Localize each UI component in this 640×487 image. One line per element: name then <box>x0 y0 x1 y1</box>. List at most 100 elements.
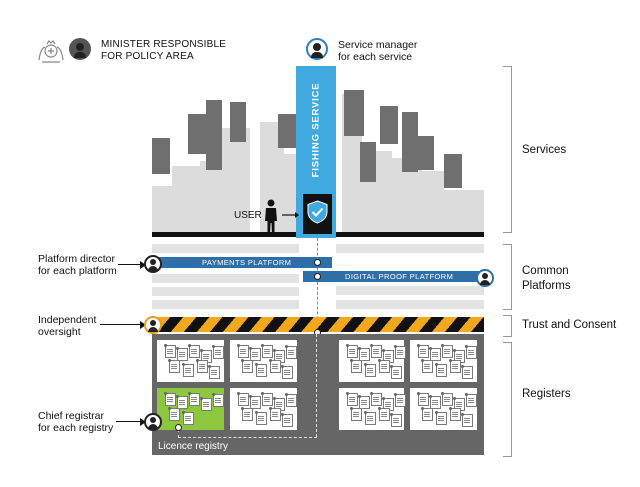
platform-placeholder-bar <box>152 300 299 309</box>
connector-dot <box>314 259 321 266</box>
document-icon <box>346 392 358 406</box>
document-icon <box>435 363 447 377</box>
minister-label-line2: FOR POLICY AREA <box>101 51 194 62</box>
document-icon <box>285 393 297 407</box>
chief-registrar-label-line1: Chief registrar <box>38 410 104 422</box>
document-icon <box>208 365 220 379</box>
minister-person-icon <box>69 38 91 60</box>
platform-director-arrow <box>118 264 142 265</box>
document-icon <box>378 407 390 421</box>
document-icon <box>429 395 441 409</box>
royal-crest-icon <box>38 40 64 63</box>
document-icon <box>249 347 261 361</box>
document-icon <box>441 392 453 406</box>
document-icon <box>269 359 281 373</box>
trust-brace <box>503 315 512 337</box>
document-icon <box>350 359 362 373</box>
arrow-head <box>140 261 146 269</box>
document-icon <box>281 365 293 379</box>
document-icon <box>176 347 188 361</box>
document-icon <box>196 359 208 373</box>
document-icon <box>212 345 224 359</box>
oversight-arrow <box>100 324 142 325</box>
document-icon <box>281 413 293 427</box>
registrar-connector <box>316 334 317 437</box>
layer-label-common-platforms-line1: Common <box>522 265 569 277</box>
document-icon <box>364 363 376 377</box>
document-icon <box>417 392 429 406</box>
document-icon <box>394 393 406 407</box>
document-icon <box>465 345 477 359</box>
document-icon <box>249 395 261 409</box>
document-icon <box>200 397 212 411</box>
layer-label-trust-consent: Trust and Consent <box>522 319 617 331</box>
fishing-service-label-wrap: FISHING SERVICE <box>296 66 336 196</box>
document-icon <box>168 359 180 373</box>
document-icon <box>358 347 370 361</box>
user-label: USER <box>234 210 262 221</box>
platform-placeholder-bar <box>152 274 299 283</box>
document-icon <box>378 359 390 373</box>
document-icon <box>255 411 267 425</box>
licence-registry-label: Licence registry <box>158 441 229 452</box>
document-icon <box>188 392 200 406</box>
document-icon <box>182 363 194 377</box>
document-icon <box>212 393 224 407</box>
chief-registrar-icon <box>144 413 162 431</box>
oversight-label-line1: Independent <box>38 314 97 326</box>
document-icon <box>421 359 433 373</box>
document-icon <box>237 392 249 406</box>
document-icon <box>461 413 473 427</box>
platform-director-icon <box>144 255 162 273</box>
document-icon <box>421 407 433 421</box>
payments-platform-label: PAYMENTS PLATFORM <box>202 258 292 267</box>
arrow-head <box>140 321 146 329</box>
digital-proof-platform-bar[interactable] <box>303 271 484 282</box>
document-icon <box>435 411 447 425</box>
document-icon <box>164 392 176 406</box>
platforms-brace <box>503 244 512 310</box>
document-icon <box>370 392 382 406</box>
fishing-service-label: FISHING SERVICE <box>310 82 322 178</box>
document-icon <box>390 413 402 427</box>
services-layer <box>152 66 484 238</box>
service-connector-line <box>317 238 318 334</box>
document-icon <box>370 344 382 358</box>
city-skyline <box>152 90 484 237</box>
connector-dot <box>314 273 321 280</box>
minister-label-line1: MINISTER RESPONSIBLE <box>101 39 227 50</box>
platform-director-label-line1: Platform director <box>38 253 116 265</box>
document-icon <box>358 395 370 409</box>
service-manager-label-line1: Service manager <box>338 39 418 51</box>
document-icon <box>394 345 406 359</box>
document-icon <box>364 411 376 425</box>
document-icon <box>441 344 453 358</box>
platform-placeholder-bar <box>336 286 484 295</box>
registrar-connector <box>178 429 317 438</box>
document-icon <box>269 407 281 421</box>
oversight-label-line2: oversight <box>38 326 81 338</box>
document-icon <box>285 345 297 359</box>
document-icon <box>237 344 249 358</box>
digital-proof-platform-label: DIGITAL PROOF PLATFORM <box>345 272 454 281</box>
document-icon <box>168 407 180 421</box>
platform-director-label-line2: for each platform <box>38 265 117 277</box>
services-brace <box>503 66 512 233</box>
document-icon <box>241 407 253 421</box>
platform-placeholder-bar <box>336 300 484 309</box>
shield-check-icon <box>307 200 328 224</box>
service-manager-icon <box>306 38 328 60</box>
document-icon <box>255 363 267 377</box>
payments-platform-bar[interactable] <box>152 257 332 268</box>
arrow-head <box>140 418 146 426</box>
document-icon <box>164 344 176 358</box>
document-icon <box>261 344 273 358</box>
document-icon <box>188 344 200 358</box>
connector-dot <box>175 424 182 431</box>
arrow-icon <box>282 212 299 218</box>
document-icon <box>429 347 441 361</box>
layer-label-common-platforms-line2: Platforms <box>522 280 571 292</box>
document-icon <box>241 359 253 373</box>
oversight-person-icon <box>144 316 162 334</box>
platform-placeholder-bar <box>152 244 299 253</box>
